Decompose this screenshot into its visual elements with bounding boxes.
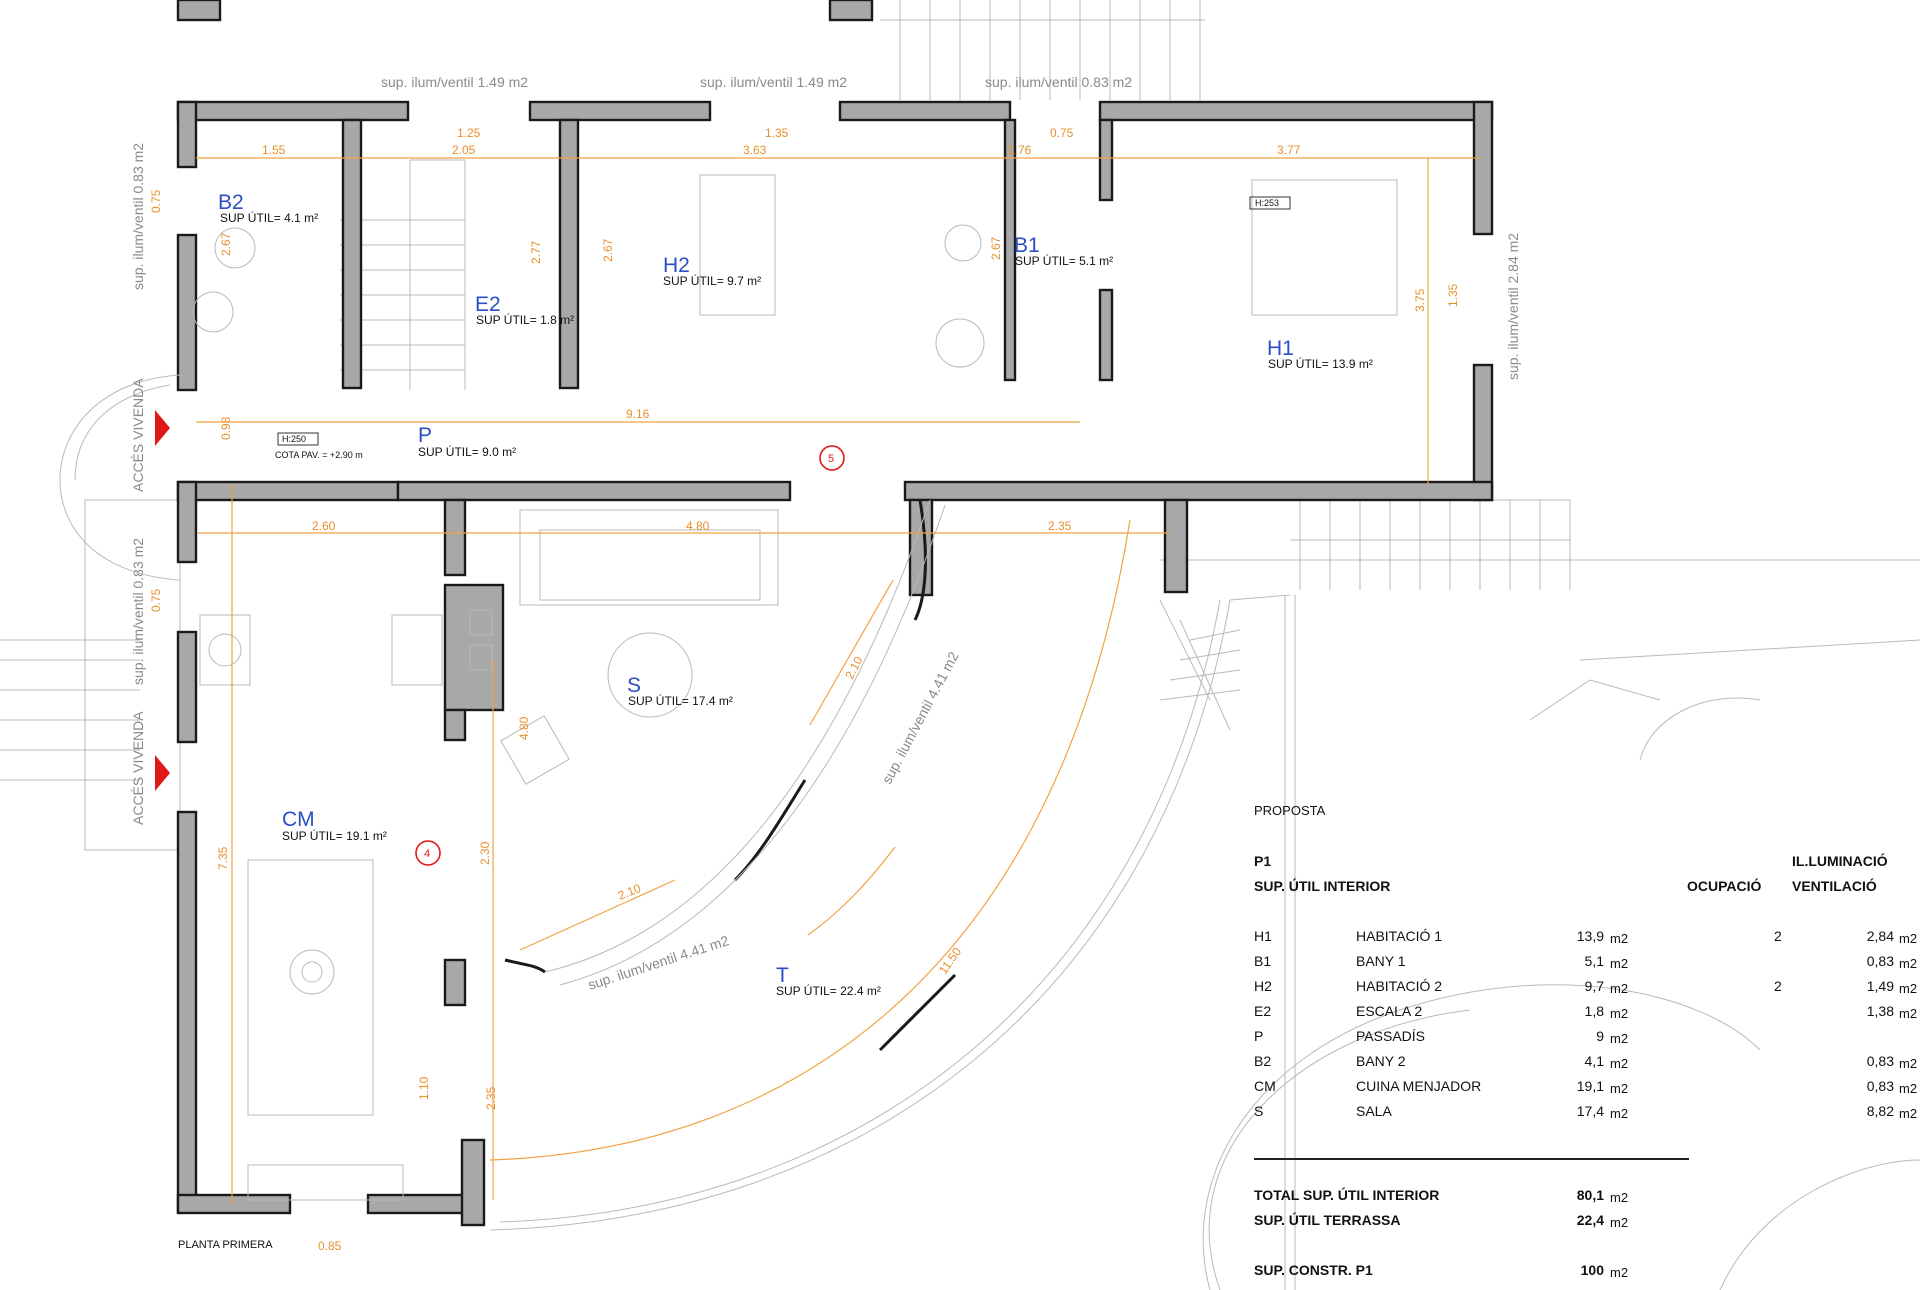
window-label: sup. ilum/ventil 1.49 m2 [700, 74, 847, 90]
dim-value: 2.35 [1048, 519, 1072, 533]
dim-value: 2.05 [452, 143, 476, 157]
room-area: SUP ÚTIL= 19.1 m² [282, 828, 387, 843]
floor-level: COTA PAV. = +2.90 m [275, 450, 363, 460]
access-arrow-icon [155, 410, 170, 446]
dim-value: 3.77 [1277, 143, 1301, 157]
dim-value: 3.63 [743, 143, 767, 157]
dim-value: 2.60 [312, 519, 336, 533]
dim-value: 2.10 [842, 654, 865, 681]
dim-value: 2.35 [484, 1086, 498, 1110]
window-label: sup. ilum/ventil 2.84 m2 [1505, 233, 1521, 380]
dim-value: 2.77 [529, 240, 543, 264]
room-code: B2 [218, 191, 244, 214]
room-code: B1 [1014, 234, 1040, 257]
window-label: sup. ilum/ventil 4.41 m2 [879, 649, 962, 787]
dim-value: 4.80 [686, 519, 710, 533]
room-area: SUP ÚTIL= 4.1 m² [220, 210, 318, 225]
plan-title: PLANTA PRIMERA [178, 1239, 273, 1251]
dim-value: 1.35 [1446, 283, 1460, 307]
dim-value: 2.67 [601, 238, 615, 262]
room-area: SUP ÚTIL= 5.1 m² [1015, 253, 1113, 268]
marker-5: 5 [828, 453, 834, 465]
dim-value: 0.75 [149, 189, 163, 213]
dimension-values: 1.55 1.25 2.05 1.35 3.63 0.75 1.76 3.77 … [149, 126, 1460, 1253]
marker-4: 4 [424, 848, 430, 860]
annotations: ACCÉS VIVENDA ACCÉS VIVENDA H:253 H:250 … [59, 196, 1291, 1251]
room-area: SUP ÚTIL= 1.8 m² [476, 312, 574, 327]
dim-value: 2.10 [616, 881, 643, 903]
room-code: E2 [475, 293, 501, 316]
room-area: SUP ÚTIL= 17.4 m² [628, 693, 733, 708]
access-arrow-icon [155, 755, 170, 791]
window-label: sup. ilum/ventil 1.49 m2 [381, 74, 528, 90]
curved-walls [504, 499, 957, 1052]
stairs [340, 159, 466, 390]
room-code: P [418, 424, 432, 447]
dim-value: 9.16 [626, 407, 650, 421]
room-area: SUP ÚTIL= 13.9 m² [1268, 356, 1373, 371]
room-area: SUP ÚTIL= 9.7 m² [663, 273, 761, 288]
furniture [192, 174, 1398, 1201]
walls [176, 0, 1494, 1227]
window-label: sup. ilum/ventil 0.83 m2 [130, 143, 146, 290]
dim-value: 0.98 [219, 416, 233, 440]
height-label: H:253 [1255, 198, 1279, 208]
dim-value: 3.75 [1413, 288, 1427, 312]
table-divider [1254, 1158, 1689, 1160]
dim-value: 1.76 [1008, 143, 1032, 157]
dim-value: 7.35 [216, 846, 230, 870]
dim-value: 0.85 [318, 1239, 342, 1253]
access-label: ACCÉS VIVENDA [130, 378, 146, 492]
room-area: SUP ÚTIL= 9.0 m² [418, 444, 516, 459]
window-label: sup. ilum/ventil 0.83 m2 [130, 538, 146, 685]
dim-value: 1.25 [457, 126, 481, 140]
dim-value: 2.67 [219, 232, 233, 256]
dim-value: 2.67 [989, 236, 1003, 260]
dimension-lines [196, 157, 1480, 1205]
room-code: S [627, 674, 641, 697]
room-code: H2 [663, 254, 690, 277]
room-area: SUP ÚTIL= 22.4 m² [776, 983, 881, 998]
room-code: T [776, 964, 789, 987]
dim-value: 1.10 [417, 1076, 431, 1100]
dim-value: 0.75 [1050, 126, 1074, 140]
window-label: sup. ilum/ventil 0.83 m2 [985, 74, 1132, 90]
room-code: CM [282, 808, 315, 831]
room-code: H1 [1267, 337, 1294, 360]
dim-value: 1.55 [262, 143, 286, 157]
dim-value: 1.35 [765, 126, 789, 140]
terrace-curves [489, 519, 1291, 1231]
dim-value: 2.30 [478, 841, 492, 865]
access-label: ACCÉS VIVENDA [130, 711, 146, 825]
height-label: H:250 [282, 434, 306, 444]
dim-value: 0.75 [149, 588, 163, 612]
dim-value: 4.80 [517, 716, 531, 740]
room-labels: B2 SUP ÚTIL= 4.1 m² E2 SUP ÚTIL= 1.8 m² … [218, 191, 1373, 998]
